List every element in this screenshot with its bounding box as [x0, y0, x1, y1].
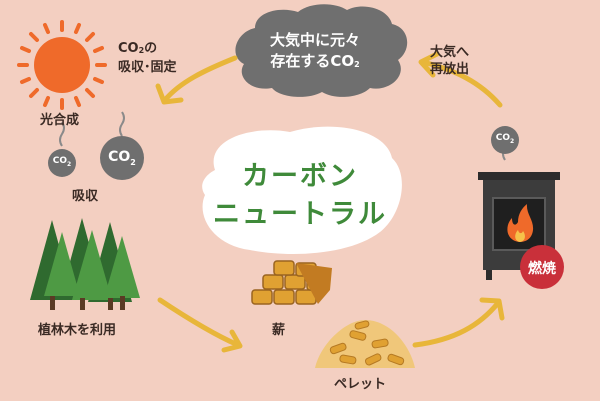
cloud-line2: 存在するCO2 — [270, 52, 360, 70]
co2-fix-label: CO2の 吸収･固定 — [118, 41, 177, 75]
arrow-stove-to-cloud — [420, 59, 503, 108]
arrow-forest-to-firewood — [157, 297, 241, 348]
rerelease-label: 大気へ 再放出 — [430, 45, 470, 77]
photosynthesis-label: 光合成 — [40, 113, 80, 128]
cloud-shape — [235, 4, 408, 97]
pellet-label: ペレット — [334, 377, 387, 392]
forest-use-label: 植林木を利用 — [38, 323, 117, 338]
combustion-label: 燃焼 — [528, 261, 556, 277]
pellet-icon — [315, 320, 415, 368]
co2-bubble-small — [48, 121, 76, 177]
co2-bubble-large-text: CO2 — [108, 149, 136, 167]
center-title-line1: カーボン — [242, 161, 358, 192]
cloud-line1: 大気中に元々 — [269, 31, 360, 49]
center-blob — [202, 126, 402, 255]
co2-bubble-stove-text: CO2 — [495, 133, 515, 145]
center-title: カーボン ニュートラル — [210, 158, 390, 234]
center-title-line2: ニュートラル — [213, 199, 387, 230]
cycle-arrows — [155, 51, 505, 353]
co2-bubble-small-text: CO2 — [52, 156, 72, 168]
combustion-badge — [520, 245, 564, 289]
flame-icon — [507, 204, 534, 242]
firewood-label: 薪 — [272, 323, 286, 338]
cloud-label: 大気中に元々 存在するCO2 — [240, 30, 390, 75]
stove-icon — [478, 126, 560, 280]
absorption-label: 吸収 — [72, 189, 99, 204]
sun-icon — [17, 20, 107, 110]
arrow-cloud-to-photosynthesis — [162, 55, 238, 103]
co2-bubble-large — [100, 111, 144, 180]
forest-icon — [30, 218, 140, 310]
firewood-icon — [251, 260, 332, 305]
arrow-pellet-to-stove — [412, 300, 501, 348]
